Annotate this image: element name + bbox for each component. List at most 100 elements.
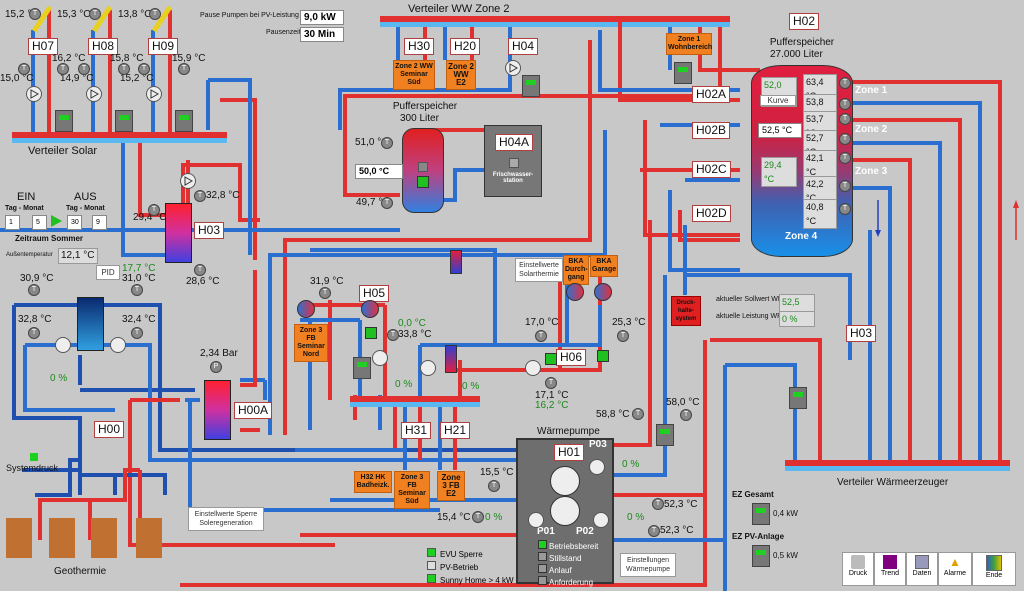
tag-h04[interactable]: H04	[508, 38, 539, 55]
tag-h07[interactable]: H07	[28, 38, 59, 55]
pump-icon[interactable]	[420, 360, 436, 376]
zone-label[interactable]: Zone 2 WW Seminar Süd	[393, 60, 435, 90]
pressure-sensor-icon: P	[210, 361, 222, 373]
zone-label[interactable]: Zone 3 FB Seminar Nord	[294, 324, 328, 362]
heater-icon[interactable]	[417, 176, 429, 188]
solar-pump-icon[interactable]	[26, 86, 42, 102]
play-arrow-icon[interactable]	[51, 215, 62, 227]
geo-pump-icon[interactable]	[110, 337, 126, 353]
tag-h02c[interactable]: H02C	[692, 161, 731, 178]
tag-h20[interactable]: H20	[450, 38, 481, 55]
exit-icon	[986, 555, 1002, 571]
h05-status-icon[interactable]	[365, 327, 377, 339]
energy-total-label: EZ Gesamt	[732, 490, 774, 499]
tag-h02b[interactable]: H02B	[692, 122, 731, 139]
buffer27k-setpoint-select[interactable]: 52,5 °C	[758, 123, 802, 138]
trend-button[interactable]: Trend	[874, 552, 906, 586]
heat-meter-icon[interactable]	[656, 424, 674, 446]
temp-sensor-icon: T	[57, 63, 69, 75]
solar-collector-icon	[152, 5, 173, 33]
on-day-input[interactable]: 1	[5, 215, 20, 230]
heat-exchanger-icon	[445, 345, 457, 373]
hp-temp-r3: 52,3 °C	[664, 499, 698, 510]
pid-button[interactable]: PID	[96, 265, 120, 280]
pause-time-input[interactable]: 30 Min	[300, 27, 344, 42]
temp-sensor-icon: T	[648, 525, 660, 537]
tag-h31[interactable]: H31	[401, 422, 432, 439]
off-month-input[interactable]: 9	[92, 215, 107, 230]
heatpump-settings-button[interactable]: Einstellungen Wärmepumpe	[620, 553, 676, 577]
zone-label[interactable]: Zone 2 WW E2	[446, 60, 476, 90]
temp-sensor-icon: T	[194, 190, 206, 202]
solar-settings-button[interactable]: Einstellwerte Solarthermie	[515, 258, 563, 282]
pv-pause-input[interactable]: 9,0 kW	[300, 10, 344, 25]
print-button[interactable]: Druck	[842, 552, 874, 586]
tag-h09[interactable]: H09	[148, 38, 179, 55]
p02-pump-icon[interactable]	[593, 512, 609, 528]
p01-pump-icon[interactable]	[528, 512, 544, 528]
h05-pump-icon[interactable]	[372, 350, 388, 366]
buffer300-setpoint-select[interactable]: 50,0 °C	[355, 164, 403, 179]
tag-h00a[interactable]: H00A	[234, 402, 273, 419]
heat-meter-icon[interactable]	[115, 110, 133, 132]
buffer300-title: Pufferspeicher	[392, 101, 458, 112]
h06-status-icon[interactable]	[545, 353, 557, 365]
curve-button[interactable]: Kurve	[760, 95, 796, 106]
tag-h05[interactable]: H05	[359, 285, 390, 302]
zone-label[interactable]: Zone 3 FB Seminar Süd	[394, 471, 430, 509]
tag-h30[interactable]: H30	[404, 38, 435, 55]
pressure-system-label[interactable]: Druck-halte-system	[671, 296, 701, 326]
tag-h03-right[interactable]: H03	[846, 325, 877, 342]
tag-h21[interactable]: H21	[440, 422, 471, 439]
heat-meter-icon[interactable]	[789, 387, 807, 409]
p03-pump-icon[interactable]	[589, 459, 605, 475]
tag-h06[interactable]: H06	[556, 349, 587, 366]
summer-period-label: Zeitraum Sommer	[15, 234, 84, 243]
tag-h02a[interactable]: H02A	[692, 86, 731, 103]
pid-value: 17,7 °C	[122, 263, 156, 274]
alarms-label: Alarme	[943, 570, 967, 577]
flow-temp: 15,8 °C	[110, 53, 144, 64]
zone-label[interactable]: Zone 3 FB E2	[437, 471, 465, 501]
data-button[interactable]: Daten	[906, 552, 938, 586]
h06-status-icon[interactable]	[597, 350, 609, 362]
temp-sensor-icon: T	[387, 329, 399, 341]
solar-pump-icon[interactable]	[86, 86, 102, 102]
h06-pump-icon[interactable]	[525, 360, 541, 376]
freshwater-station[interactable]: H04A Frischwasser-station	[484, 125, 542, 197]
on-month-input[interactable]: 5	[32, 215, 47, 230]
solar-pump-icon[interactable]	[146, 86, 162, 102]
temp-sensor-icon: T	[839, 98, 851, 110]
temp-sensor-icon: T	[149, 8, 161, 20]
bka-label[interactable]: BKA Durch-gang	[563, 255, 589, 285]
off-day-input[interactable]: 30	[67, 215, 82, 230]
tag-h04a[interactable]: H04A	[495, 134, 534, 151]
bka-label[interactable]: BKA Garage	[590, 255, 618, 277]
tag-h03[interactable]: H03	[194, 222, 225, 239]
heat-meter-icon[interactable]	[353, 357, 371, 379]
tag-h00[interactable]: H00	[94, 421, 125, 438]
heat-meter-icon[interactable]	[175, 110, 193, 132]
alarms-button[interactable]: ▲ Alarme	[938, 552, 972, 586]
temp-sensor-icon: T	[28, 284, 40, 296]
heat-meter-icon[interactable]	[522, 75, 540, 97]
temp-sensor-icon: T	[18, 63, 30, 75]
tag-h01[interactable]: H01	[554, 444, 585, 461]
geo-pump-percent: 0 %	[50, 373, 68, 384]
pause-time-label: Pausenzeit	[266, 29, 301, 36]
heat-meter-icon[interactable]	[55, 110, 73, 132]
h05-top-temp: 31,9 °C	[310, 276, 344, 287]
hp-temp-r1: 58,8 °C	[596, 409, 630, 420]
tag-h02d[interactable]: H02D	[692, 205, 731, 222]
tag-h02[interactable]: H02	[789, 13, 820, 30]
exit-button[interactable]: Ende	[972, 552, 1016, 586]
geo-pump-icon[interactable]	[55, 337, 71, 353]
zone-label[interactable]: H32 HK Badheizk.	[354, 471, 392, 493]
h03-pump-icon[interactable]	[180, 173, 196, 189]
temp-sensor-icon: T	[839, 113, 851, 125]
heat-meter-icon[interactable]	[674, 62, 692, 84]
sperre-settings-button[interactable]: Einstellwerte Sperre Soleregeneration	[188, 507, 264, 531]
tag-h08[interactable]: H08	[88, 38, 119, 55]
zone1-label[interactable]: Zone 1 Wohnbereich	[666, 33, 712, 55]
h04-pump-icon[interactable]	[505, 60, 521, 76]
